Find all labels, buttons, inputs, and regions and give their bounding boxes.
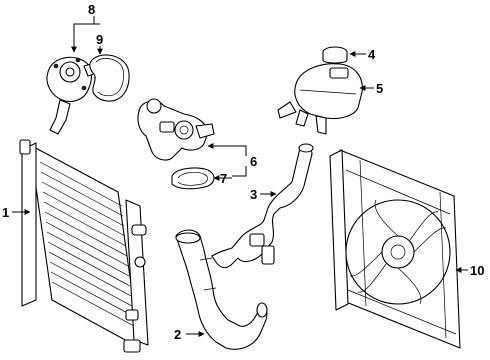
callout-6: 6: [250, 154, 257, 169]
lower-radiator-hose[interactable]: [175, 229, 268, 350]
thermostat-gasket[interactable]: [171, 167, 215, 190]
callout-1: 1: [2, 205, 9, 220]
upper-radiator-hose[interactable]: [211, 143, 314, 269]
water-pump-gasket[interactable]: [89, 54, 130, 102]
callout-10: 10: [470, 263, 484, 278]
reservoir-cap[interactable]: [322, 46, 348, 64]
callout-5: 5: [376, 81, 383, 96]
callout-3: 3: [250, 187, 257, 202]
coolant-reservoir[interactable]: [277, 63, 363, 135]
callout-9: 9: [96, 32, 103, 47]
callout-leaders: [12, 16, 468, 337]
leader-6c: [232, 166, 247, 177]
callout-7: 7: [220, 171, 227, 186]
callout-8: 8: [88, 2, 95, 17]
callout-4: 4: [368, 47, 376, 62]
radiator[interactable]: [19, 139, 149, 353]
callout-2: 2: [174, 327, 181, 342]
thermostat-housing[interactable]: [137, 98, 215, 161]
callout-labels: 1 2 3 4 5 6 7 8 9 10: [2, 2, 484, 342]
fan-assembly[interactable]: [329, 149, 461, 349]
leader-8: [73, 16, 95, 48]
water-pump[interactable]: [46, 56, 101, 135]
leader-6: [218, 145, 247, 156]
